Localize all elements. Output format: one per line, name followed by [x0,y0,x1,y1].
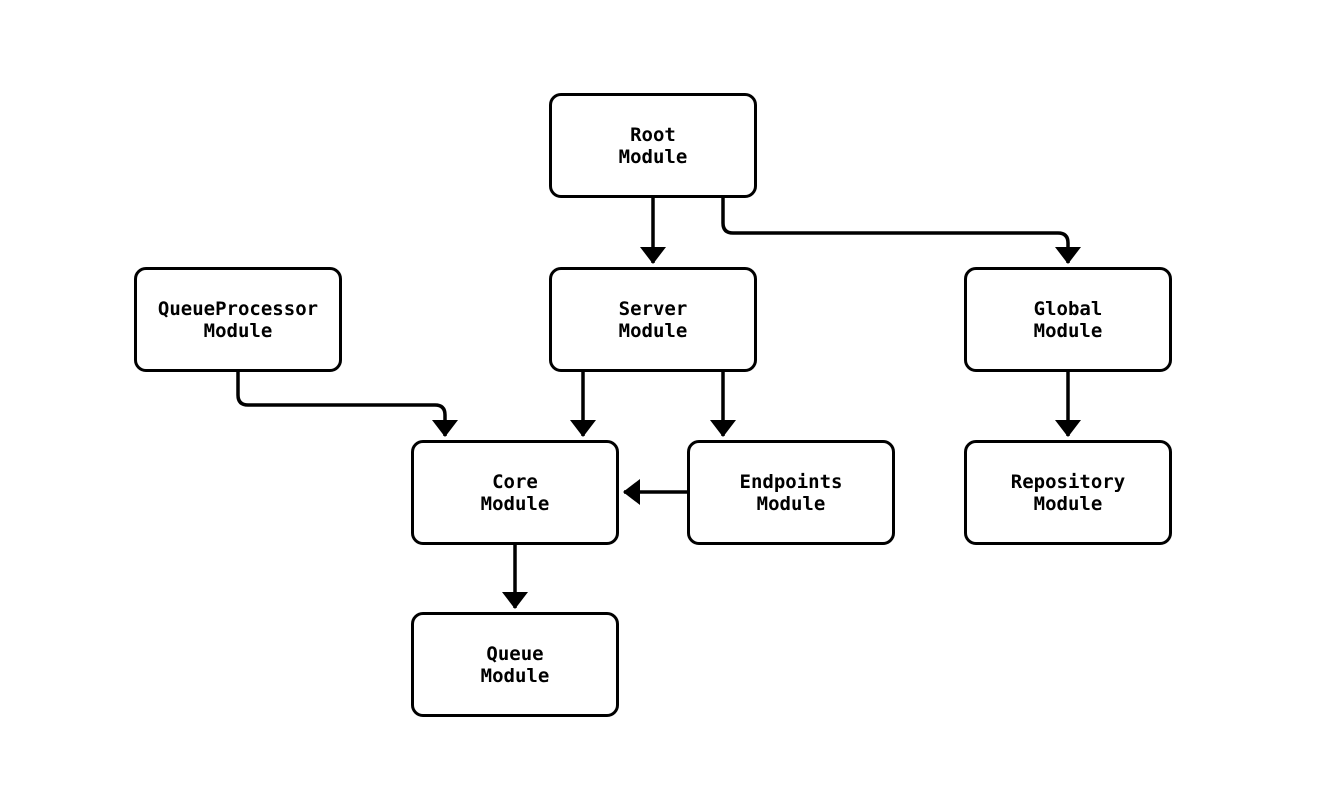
node-core-module-label: Core Module [480,470,550,515]
edge-root-to-global [721,198,1081,264]
node-root-module-label: Root Module [618,123,688,168]
edge-queueprocessor-to-core [236,372,458,437]
node-server-module: Server Module [549,267,757,372]
node-root-module: Root Module [549,93,757,198]
node-repository-module-label: Repository Module [1010,470,1126,515]
node-global-module-label: Global Module [1033,297,1103,342]
node-queueprocessor-module: QueueProcessor Module [134,267,342,372]
node-global-module: Global Module [964,267,1172,372]
node-queue-module-label: Queue Module [480,642,550,687]
node-queue-module: Queue Module [411,612,619,717]
node-endpoints-module: Endpoints Module [687,440,895,545]
node-repository-module: Repository Module [964,440,1172,545]
node-core-module: Core Module [411,440,619,545]
node-queueprocessor-module-label: QueueProcessor Module [157,297,319,342]
node-server-module-label: Server Module [618,297,688,342]
node-endpoints-module-label: Endpoints Module [739,470,843,515]
